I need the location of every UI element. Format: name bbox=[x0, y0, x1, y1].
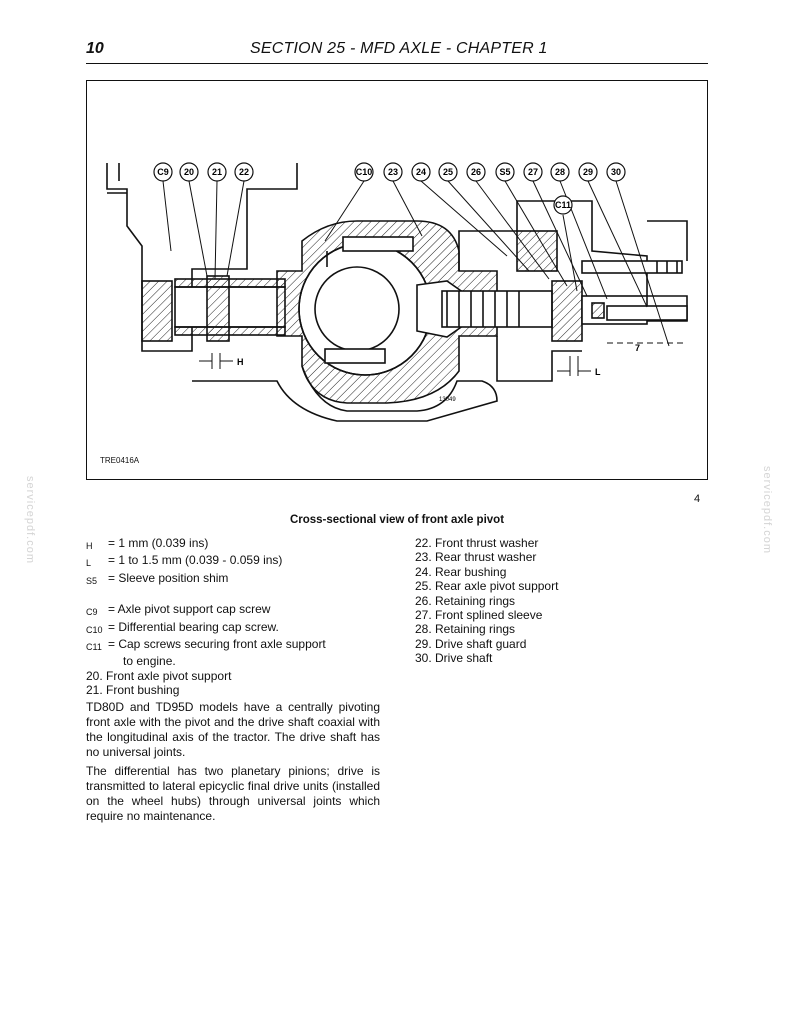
figure-code: TRE0416A bbox=[100, 456, 140, 465]
legend-item: 20. Front axle pivot support bbox=[86, 669, 386, 683]
watermark-right: servicepdf.com bbox=[761, 466, 773, 554]
legend-item: 23. Rear thrust washer bbox=[415, 550, 675, 564]
callout-label-27: 27 bbox=[528, 167, 538, 177]
legend-row-c9: C9 = Axle pivot support cap screw bbox=[86, 602, 386, 619]
callout-s5 bbox=[495, 162, 515, 182]
callout-22 bbox=[234, 162, 254, 182]
legend-text: = Sleeve position shim bbox=[108, 570, 229, 585]
callout-label-28: 28 bbox=[555, 167, 565, 177]
callout-label-20: 20 bbox=[184, 167, 194, 177]
legend-text: to engine. bbox=[123, 654, 176, 669]
axle-cross-section-drawing: C9 20 21 22 C10 23 24 25 26 S5 27 28 29 … bbox=[106, 162, 688, 422]
callout-label-22: 22 bbox=[239, 167, 249, 177]
figure-number: 4 bbox=[694, 493, 701, 505]
callout-30 bbox=[606, 162, 626, 182]
legend-symbol: C9 bbox=[86, 607, 98, 618]
legend-item-text: 25. Rear axle pivot support bbox=[415, 579, 559, 594]
legend-item: 29. Drive shaft guard bbox=[415, 637, 675, 651]
callout-25 bbox=[438, 162, 458, 182]
legend-row-s5: S5 = Sleeve position shim bbox=[86, 571, 386, 588]
legend-item-text: 21. Front bushing bbox=[86, 683, 180, 698]
callout-29 bbox=[578, 162, 598, 182]
callout-label-c9: C9 bbox=[157, 167, 169, 177]
legend-item-text: 30. Drive shaft bbox=[415, 651, 493, 666]
legend-left-column: H = 1 mm (0.039 ins) L = 1 to 1.5 mm (0.… bbox=[86, 536, 386, 698]
header-rule bbox=[86, 63, 708, 64]
callout-label-26: 26 bbox=[471, 167, 481, 177]
legend-item: 26. Retaining rings bbox=[415, 594, 675, 608]
drawing-ref-number: 13049 bbox=[439, 397, 456, 403]
callout-label-24: 24 bbox=[416, 167, 426, 177]
legend-symbol: H bbox=[86, 541, 93, 551]
callout-23 bbox=[383, 162, 403, 182]
figure-frame: C9 20 21 22 C10 23 24 25 26 S5 27 28 29 … bbox=[86, 80, 708, 480]
legend-item: 21. Front bushing bbox=[86, 683, 386, 697]
callout-label-23: 23 bbox=[388, 167, 398, 177]
callout-20 bbox=[179, 162, 199, 182]
legend-symbol: C10 bbox=[86, 624, 103, 635]
watermark-left: servicepdf.com bbox=[24, 476, 36, 564]
legend-text: = 1 to 1.5 mm (0.039 - 0.059 ins) bbox=[108, 553, 283, 568]
legend-item-text: 27. Front splined sleeve bbox=[415, 608, 543, 623]
legend-item-text: 23. Rear thrust washer bbox=[415, 550, 537, 565]
legend-symbol: L bbox=[86, 558, 92, 569]
drawing-mark-7: 7 bbox=[635, 343, 640, 353]
legend-item-text: 26. Retaining rings bbox=[415, 593, 516, 608]
callout-c10 bbox=[354, 162, 374, 182]
legend-item-text: 24. Rear bushing bbox=[415, 564, 507, 579]
callout-label-s5: S5 bbox=[499, 167, 510, 177]
callout-label-c10: C10 bbox=[356, 167, 373, 177]
callout-label-c11: C11 bbox=[555, 200, 571, 210]
figure-caption: Cross-sectional view of front axle pivot bbox=[289, 514, 505, 526]
legend-row-c10: C10 = Differential bearing cap screw. bbox=[86, 620, 386, 637]
callout-21 bbox=[207, 162, 227, 182]
callout-label-21: 21 bbox=[212, 167, 222, 177]
legend-row-c11: C11 = Cap screws securing front axle sup… bbox=[86, 637, 386, 654]
page-number: 10 bbox=[86, 40, 104, 57]
legend-symbol: C11 bbox=[86, 642, 102, 653]
legend-item-text: 22. Front thrust washer bbox=[415, 536, 539, 550]
legend-item: 24. Rear bushing bbox=[415, 565, 675, 579]
legend-item: 30. Drive shaft bbox=[415, 651, 675, 665]
body-paragraph: TD80D and TD95D models have a centrally … bbox=[86, 700, 380, 759]
legend-text: = Cap screws securing front axle support bbox=[108, 637, 326, 652]
legend-text: = Axle pivot support cap screw bbox=[108, 602, 271, 617]
body-paragraph: The differential has two planetary pinio… bbox=[86, 764, 380, 823]
legend-item-text: 28. Retaining rings bbox=[415, 622, 516, 637]
dimension-label-h: H bbox=[237, 357, 244, 367]
callout-26 bbox=[466, 162, 486, 182]
legend-row-c11-continued: to engine. bbox=[86, 654, 386, 668]
dimension-label-l: L bbox=[595, 367, 601, 377]
legend-symbol: S5 bbox=[86, 575, 98, 586]
legend-row-l: L = 1 to 1.5 mm (0.039 - 0.059 ins) bbox=[86, 553, 386, 570]
legend-right-column: 22. Front thrust washer 23. Rear thrust … bbox=[415, 536, 675, 666]
callout-24 bbox=[411, 162, 431, 182]
legend-item: 25. Rear axle pivot support bbox=[415, 579, 675, 593]
legend-item-text: 29. Drive shaft guard bbox=[415, 636, 527, 651]
legend-item: 22. Front thrust washer bbox=[415, 536, 675, 550]
callout-label-29: 29 bbox=[583, 167, 593, 177]
legend-item: 28. Retaining rings bbox=[415, 622, 675, 636]
legend-text: = Differential bearing cap screw. bbox=[108, 619, 279, 634]
callout-c9 bbox=[153, 162, 173, 182]
callout-c11 bbox=[553, 195, 573, 215]
callout-28 bbox=[550, 162, 570, 182]
legend-item-text: 20. Front axle pivot support bbox=[86, 668, 232, 683]
section-title: SECTION 25 - MFD AXLE - CHAPTER 1 bbox=[250, 40, 548, 57]
legend-gap bbox=[86, 588, 386, 602]
legend-item: 27. Front splined sleeve bbox=[415, 608, 675, 622]
callout-27 bbox=[523, 162, 543, 182]
callout-label-30: 30 bbox=[611, 167, 621, 177]
legend-row-h: H = 1 mm (0.039 ins) bbox=[86, 536, 386, 553]
legend-text: = 1 mm (0.039 ins) bbox=[108, 536, 209, 550]
callout-label-25: 25 bbox=[443, 167, 453, 177]
